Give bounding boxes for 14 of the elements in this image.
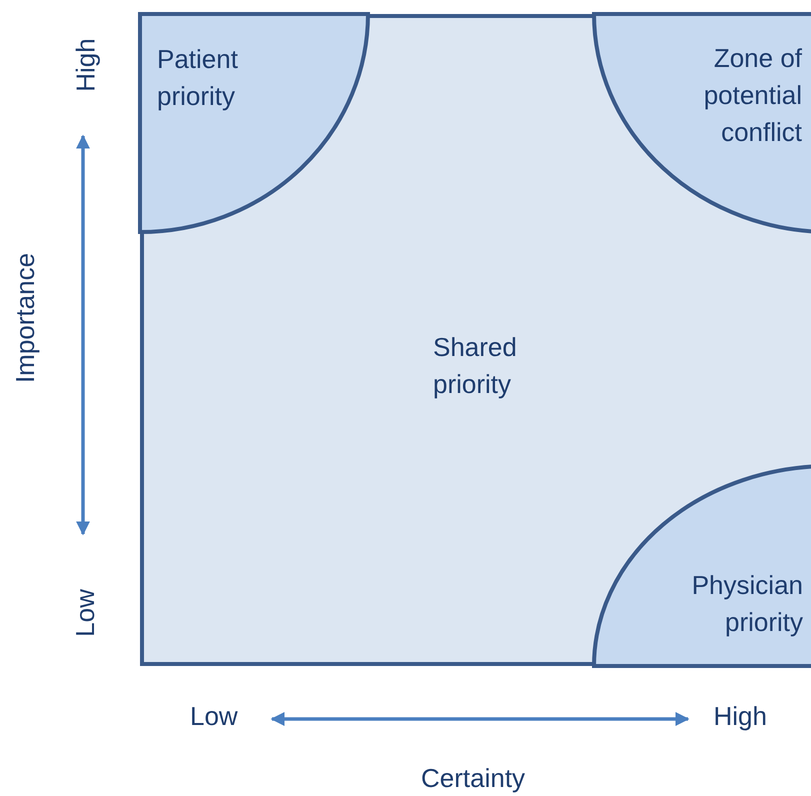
axis-end-label: Low <box>68 589 101 637</box>
axis-end-label: High <box>714 700 767 732</box>
region-label: Physician priority <box>690 569 803 639</box>
axis-end-label: High <box>69 38 102 92</box>
quadrant-region <box>594 14 811 232</box>
region-label: Patient priority <box>157 43 239 113</box>
axis-end-label: Low <box>190 700 238 732</box>
region-label: Shared priority <box>433 331 518 401</box>
axis-title: Importance <box>9 252 42 384</box>
axis-title: Certainty <box>421 762 526 794</box>
region-label: Zone of potential conflict <box>702 42 802 149</box>
quadrant-region <box>140 14 368 232</box>
matrix-area <box>140 14 811 666</box>
quadrant-region <box>594 466 811 666</box>
